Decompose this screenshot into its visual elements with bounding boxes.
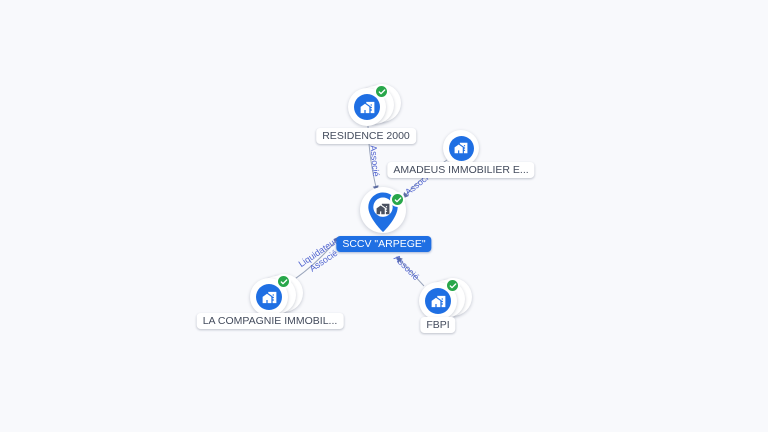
node-label-amadeus-immobilier[interactable]: AMADEUS IMMOBILIER E... [387, 162, 535, 178]
node-residence-2000[interactable] [348, 84, 401, 126]
verified-check-icon [276, 274, 291, 289]
node-label-sccv-arpege[interactable]: SCCV "ARPEGE" [336, 236, 432, 252]
node-fbpi-circle[interactable] [419, 282, 457, 320]
node-label-la-compagnie-immobiliere[interactable]: LA COMPAGNIE IMMOBIL... [196, 313, 344, 329]
node-label-fbpi[interactable]: FBPI [420, 317, 456, 333]
node-amadeus-circle[interactable] [443, 130, 479, 166]
edge-label-fbpi-role: Associé [391, 252, 422, 283]
node-residence-2000-circle[interactable] [348, 88, 386, 126]
node-la-compagnie-immobiliere[interactable] [250, 274, 303, 316]
building-icon [425, 288, 451, 314]
verified-check-icon [374, 84, 389, 99]
verified-check-icon [390, 192, 405, 207]
verified-check-icon [445, 278, 460, 293]
node-amadeus-immobilier[interactable] [443, 130, 479, 166]
building-icon [448, 135, 474, 161]
edge-label-compagnie-role-1: Liquidateur [296, 235, 340, 270]
building-icon [256, 284, 282, 310]
edge-label-residence-role: Associé [368, 144, 382, 178]
node-fbpi[interactable] [419, 278, 472, 320]
building-icon [376, 202, 390, 221]
node-label-residence-2000[interactable]: RESIDENCE 2000 [316, 128, 416, 144]
building-icon [354, 94, 380, 120]
